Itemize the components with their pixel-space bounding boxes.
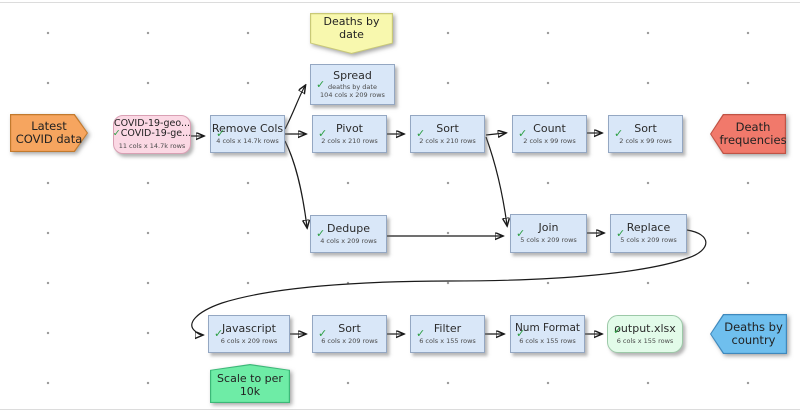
flag-latest-covid-data[interactable]: Latest COVID data [10,114,88,152]
node-title: Spread [333,68,372,82]
check-icon: ✓ [616,226,626,240]
flag-death-frequencies[interactable]: Death frequencies [710,114,787,154]
check-icon: ✓ [318,126,328,140]
note-label: Scale to per 10k [210,364,290,403]
node-stats: 104 cols x 209 rows [320,91,385,100]
node-remove-cols[interactable]: ✓ Remove Cols 4 cols x 14.7k rows [210,115,285,153]
node-title: Count [533,121,566,135]
note-label-line2: date [339,28,364,41]
check-icon: ✓ [316,226,326,240]
check-icon: ✓ [214,326,224,340]
node-title: Sort [634,121,657,135]
flag-shape-fill [11,115,87,151]
input-filename-text: COVID-19-ge... [120,128,192,140]
flag-label-line1: Death [735,119,771,134]
flag-label-line1: Latest [31,118,67,133]
flag-shape-fill [711,315,786,353]
note-label-line1: Deaths by [323,15,380,29]
node-title: Replace [626,221,671,235]
node-spread[interactable]: ✓ Spread deaths by date 104 cols x 209 r… [310,64,395,105]
node-title: Sort [436,121,459,135]
flag-label: Death frequencies [710,114,786,154]
node-dedupe[interactable]: ✓ Dedupe 4 cols x 209 rows [310,215,387,253]
connector-sort-count [485,133,505,135]
flag-label-line1: Deaths by [724,319,783,334]
node-stats: 2 cols x 210 rows [321,136,378,145]
node-title: Join [538,221,559,235]
node-stats: 2 cols x 99 rows [619,136,672,145]
flag-shape-fill [711,115,785,153]
connector-removecols-spread [284,86,305,130]
node-stats: 6 cols x 155 rows [419,336,476,345]
check-icon: ✓ [613,324,623,338]
check-icon: ✓ [316,77,326,91]
node-title: Pivot [335,121,363,135]
node-output-xlsx[interactable]: ✓ output.xlsx 6 cols x 155 rows [607,315,683,353]
check-icon: ✓ [416,326,426,340]
node-stats: 2 cols x 99 rows [523,136,576,145]
input-filename-line1: COVID-19-geo... [113,117,191,129]
node-stats: 6 cols x 209 rows [220,336,278,345]
node-pivot[interactable]: ✓ Pivot 2 cols x 210 rows [312,115,387,153]
node-sort-3[interactable]: ✓ Sort 6 cols x 209 rows [312,315,387,353]
node-stats: 2 cols x 210 rows [419,136,476,145]
node-replace[interactable]: ✓ Replace 5 cols x 209 rows [610,214,687,253]
node-stats: 4 cols x 209 rows [320,236,377,245]
check-icon: ✓ [318,326,328,340]
flag-label-line2: frequencies [719,133,787,147]
note-deaths-by-date[interactable]: Deaths by date [310,13,393,54]
node-sort-1[interactable]: ✓ Sort 2 cols x 210 rows [410,115,485,153]
check-icon: ✓ [518,126,528,140]
flag-label: Deaths by country [710,314,787,354]
canvas-top-border [0,2,800,3]
flag-label-line2: country [731,333,776,347]
check-icon: ✓ [516,326,526,340]
node-note: deaths by date [328,82,377,91]
node-join[interactable]: ✓ Join 5 cols x 209 rows [510,214,587,253]
node-stats: 6 cols x 155 rows [519,336,576,345]
node-title: output.xlsx [614,321,676,335]
input-filename-line2: ✓COVID-19-ge... [113,129,191,139]
node-stats: 11 cols x 14.7k rows [118,141,186,150]
check-icon: ✓ [416,126,426,140]
check-icon: ✓ [112,128,121,140]
canvas-bottom-border [0,409,800,410]
node-stats: 6 cols x 155 rows [616,336,674,345]
node-title: Num Format [514,322,581,335]
note-label-line1: Scale to per [217,372,283,386]
node-stats: 5 cols x 209 rows [520,236,577,245]
node-title: Sort [338,321,361,335]
check-icon: ✓ [216,126,226,140]
flag-deaths-by-country[interactable]: Deaths by country [710,314,787,354]
check-icon: ✓ [516,226,526,240]
note-label: Deaths by date [310,13,393,54]
node-javascript[interactable]: ✓ Javascript 6 cols x 209 rows [208,315,290,353]
node-stats: 4 cols x 14.7k rows [216,136,279,145]
node-sort-2[interactable]: ✓ Sort 2 cols x 99 rows [608,115,683,153]
note-scale-to-per-10k[interactable]: Scale to per 10k [210,364,290,403]
connector-removecols-dedupe [284,140,307,227]
node-count[interactable]: ✓ Count 2 cols x 99 rows [512,115,587,153]
check-icon: ✓ [614,126,624,140]
node-stats: 5 cols x 209 rows [620,236,677,245]
node-num-format[interactable]: ✓ Num Format 6 cols x 155 rows [510,315,585,353]
flag-label: Latest COVID data [10,114,88,152]
note-shape-fill [211,365,289,402]
connector-sort-join [485,136,507,225]
note-label-line2: 10k [239,385,261,398]
flag-label-line2: COVID data [15,132,83,146]
node-filter[interactable]: ✓ Filter 6 cols x 155 rows [410,315,485,353]
node-title: Filter [433,321,462,335]
node-title: Dedupe [327,221,370,235]
node-input-covid-file[interactable]: COVID-19-geo... ✓COVID-19-ge... 11 cols … [113,115,191,154]
node-stats: 6 cols x 209 rows [321,336,378,345]
node-title: Javascript [222,321,276,335]
node-title: Remove Cols [211,121,284,135]
